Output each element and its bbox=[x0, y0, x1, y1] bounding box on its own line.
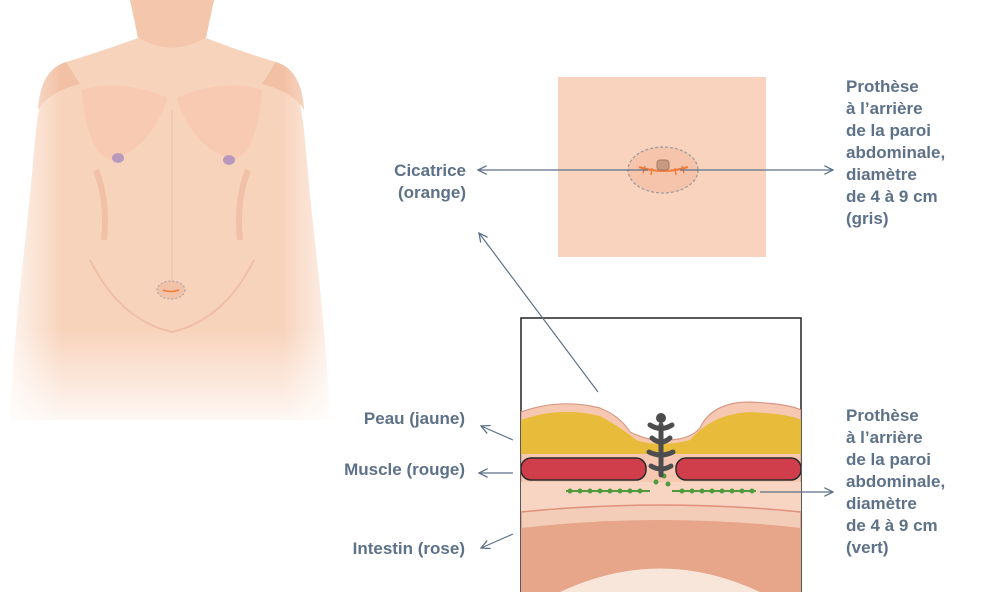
intestine-label: Intestin (rose) bbox=[290, 538, 465, 560]
torso-illustration bbox=[0, 0, 345, 440]
scar-label: Cicatrice (orange) bbox=[340, 160, 466, 204]
muscle-label: Muscle (rouge) bbox=[280, 459, 465, 481]
prosthesis-grey-label: Prothèse à l’arrière de la paroi abdomin… bbox=[846, 76, 981, 230]
cross-section-panel bbox=[521, 318, 801, 592]
skin-arrow bbox=[481, 426, 513, 440]
intestine-arrow bbox=[481, 534, 513, 548]
skin-label: Peau (jaune) bbox=[300, 408, 465, 430]
prosthesis-green-label: Prothèse à l’arrière de la paroi abdomin… bbox=[846, 405, 981, 559]
navel-zoom-panel bbox=[558, 77, 766, 257]
